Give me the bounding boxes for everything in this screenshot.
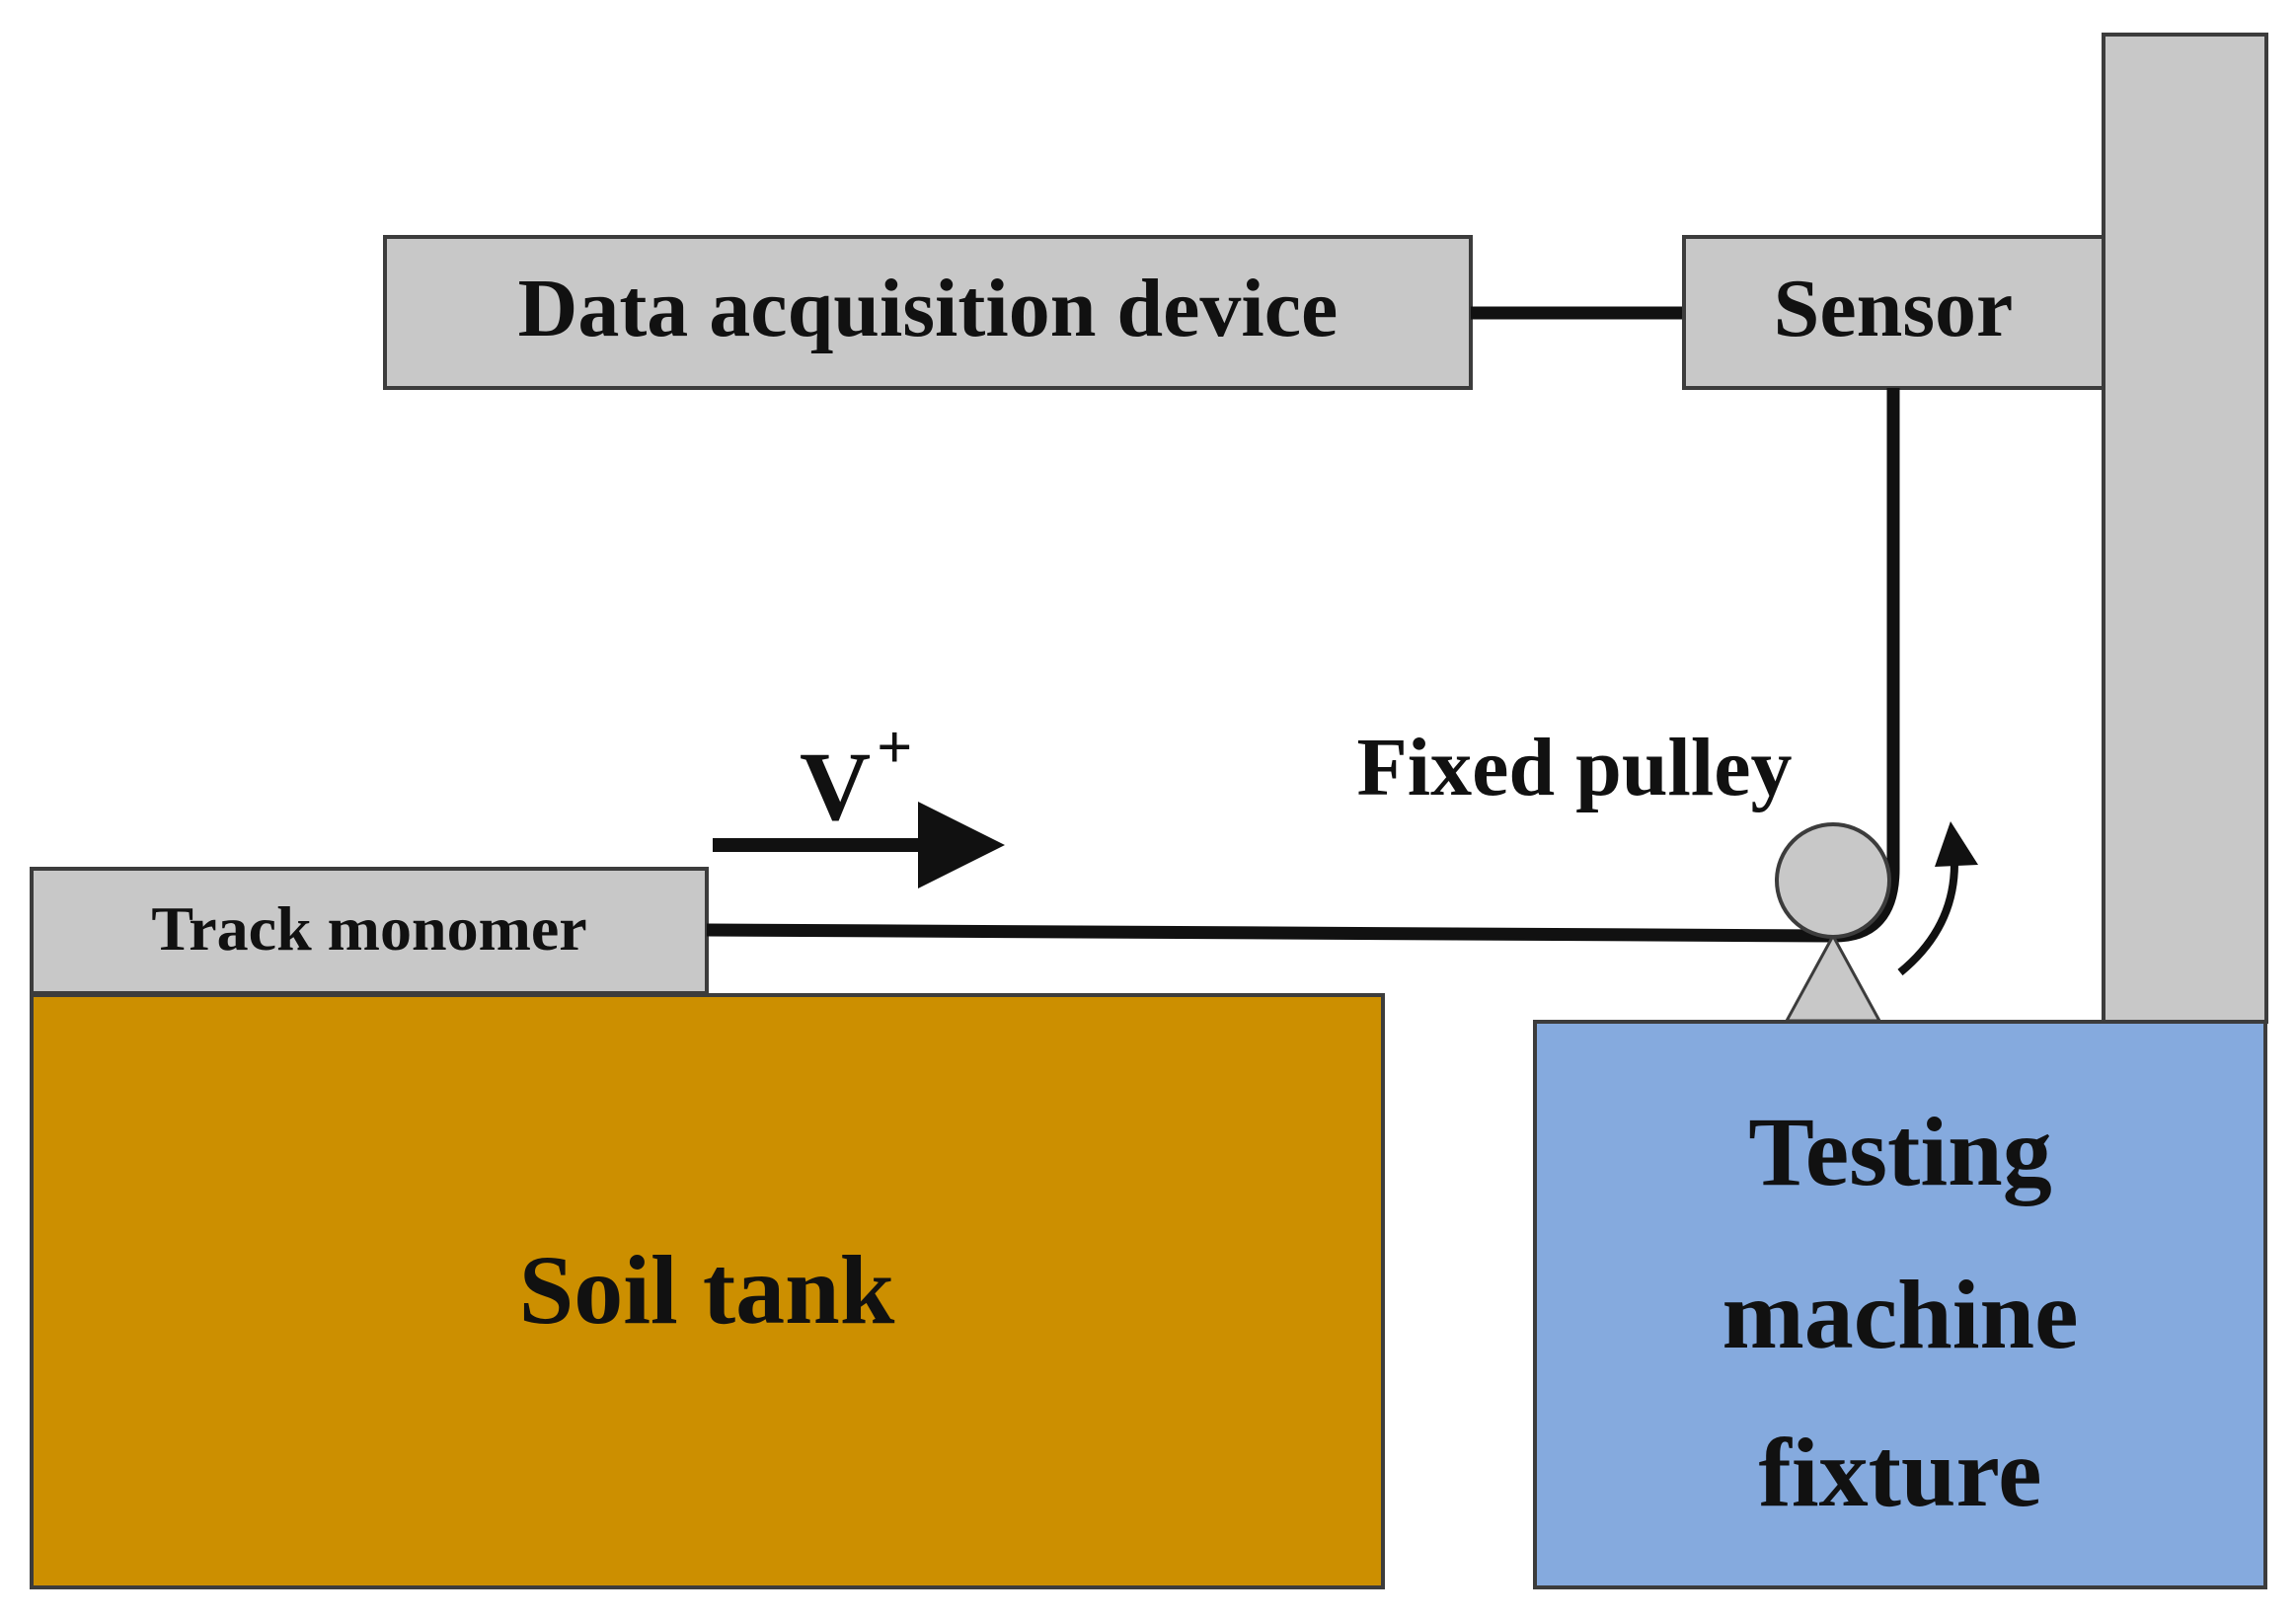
soil-tank-label: Soil tank (519, 1235, 895, 1345)
data-acquisition-label: Data acquisition device (518, 263, 1339, 354)
fixture-label-line3: fixture (1759, 1418, 2042, 1527)
machine-column (2102, 33, 2268, 1024)
sensor-box (1682, 235, 2105, 390)
rotation-arrow-head (1935, 821, 1978, 867)
velocity-label: V (800, 732, 871, 841)
track-monomer (30, 867, 709, 995)
pulley-support (1784, 932, 1882, 1023)
sensor-label: Sensor (1774, 263, 2014, 354)
rope-horizontal (706, 923, 1835, 943)
velocity-superscript: + (877, 712, 912, 782)
data-acquisition-device (383, 235, 1473, 390)
soil-tank (30, 993, 1385, 1589)
velocity-symbol: V (800, 732, 871, 841)
pulley-wheel (1775, 822, 1891, 939)
fixture-label-line1: Testing (1748, 1097, 2052, 1206)
rotation-arrow (1897, 863, 1958, 976)
fixture-label-line2: machine (1722, 1260, 2078, 1369)
velocity-arrow-head (918, 802, 1005, 888)
track-monomer-label: Track monomer (151, 893, 586, 964)
testing-machine-fixture (1533, 1020, 2267, 1589)
fixed-pulley-label: Fixed pulley (1356, 722, 1792, 813)
